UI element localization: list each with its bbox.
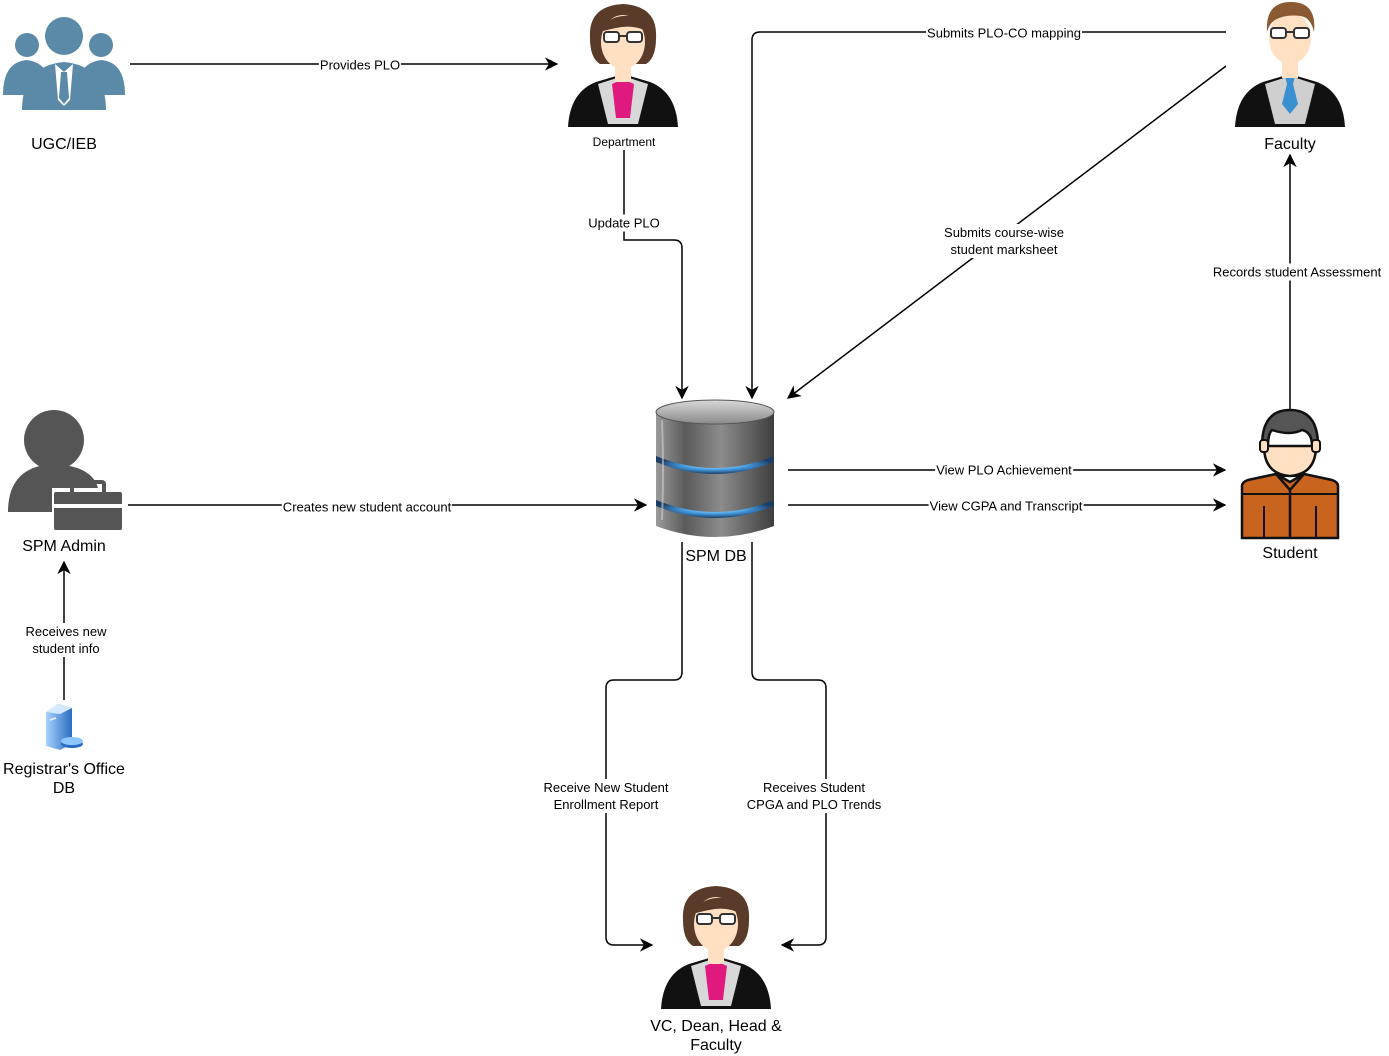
woman-with-glasses-icon <box>661 886 771 1009</box>
edge-label-cgpa-trends: Receives Student CPGA and PLO Trends <box>745 779 883 813</box>
node-label-spm-admin: SPM Admin <box>22 538 106 555</box>
group-users-icon <box>3 17 125 110</box>
edge-label-provides-plo: Provides PLO <box>318 56 402 74</box>
edge-label-submits-mapping: Submits PLO-CO mapping <box>926 24 1082 42</box>
edge-label-creates-account: Creates new student account <box>281 498 453 516</box>
edge-update-plo <box>623 150 689 400</box>
student-icon <box>1240 408 1340 540</box>
edge-enrollment-report <box>605 542 683 952</box>
node-label-student: Student <box>1262 545 1318 562</box>
edge-label-submits-marksheet: Submits course-wise student marksheet <box>943 224 1065 258</box>
admin-with-briefcase-icon <box>8 410 122 530</box>
woman-with-glasses-icon <box>568 4 678 127</box>
edge-label-view-plo: View PLO Achievement <box>935 461 1073 479</box>
edge-label-records-assessment: Records student Assessment <box>1211 263 1383 281</box>
edge-label-update-plo: Update PLO <box>587 214 661 232</box>
server-database-icon <box>46 704 83 750</box>
node-label-spm-db: SPM DB <box>685 548 747 565</box>
node-label-faculty: Faculty <box>1264 136 1316 153</box>
edge-label-receives-info: Receives new student info <box>24 623 108 657</box>
edge-cgpa-trends <box>751 542 827 952</box>
node-label-ugc: UGC/IEB <box>31 136 97 153</box>
edge-label-view-cgpa: View CGPA and Transcript <box>928 497 1084 515</box>
database-icon <box>655 399 775 537</box>
man-with-glasses-icon <box>1235 2 1345 127</box>
node-label-department: Department <box>592 135 656 149</box>
node-label-registrar-db: Registrar's Office DB <box>3 761 125 797</box>
edge-label-enrollment-report: Receive New Student Enrollment Report <box>542 779 670 813</box>
edge-submits-mapping <box>745 31 1226 400</box>
node-label-leadership: VC, Dean, Head & Faculty <box>650 1018 782 1054</box>
